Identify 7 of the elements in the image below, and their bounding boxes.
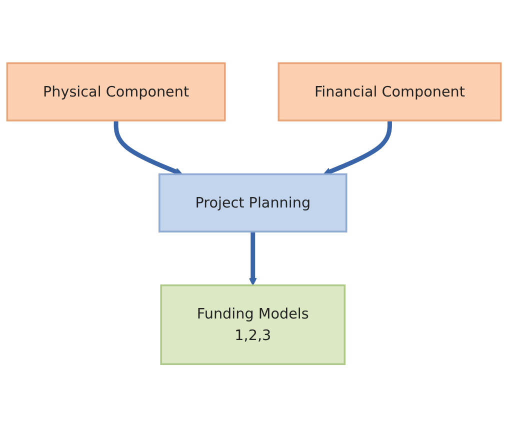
node-box: Funding Models 1,2,3 xyxy=(160,284,346,366)
node-box: Project Planning xyxy=(158,174,348,233)
node-box: Financial Component xyxy=(278,62,502,122)
node-box: Physical Component xyxy=(6,62,226,122)
arrow xyxy=(248,232,257,286)
arrow xyxy=(114,120,183,176)
arrow xyxy=(323,120,392,176)
